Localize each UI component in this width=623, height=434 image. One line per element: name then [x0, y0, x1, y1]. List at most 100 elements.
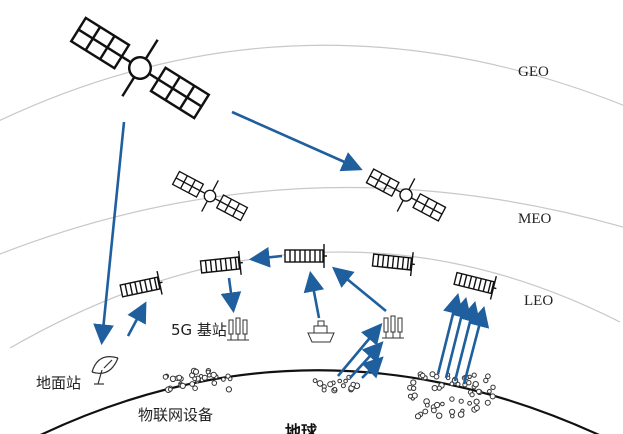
- iot-device-icon: [162, 374, 169, 380]
- iot-device-icon: [472, 381, 479, 388]
- iot-device-icon: [332, 387, 338, 392]
- leo-satellite-icon: [371, 247, 417, 278]
- iot-device-icon: [340, 383, 346, 389]
- ship-icon: [307, 320, 335, 343]
- iot-device-icon: [410, 385, 417, 391]
- iot-device-icon: [487, 389, 492, 394]
- iot-device-icon: [485, 373, 491, 380]
- meo-orbit-label: MEO: [518, 211, 552, 227]
- geo-orbit-line: [0, 44, 623, 122]
- iot-device-icon: [192, 385, 198, 392]
- iot-device-icon: [449, 408, 456, 415]
- iot-device-cluster: [312, 374, 361, 394]
- meo-satellite-icon: [167, 161, 253, 231]
- iot-device-icon: [410, 379, 417, 386]
- arrow-base-station-to-leo: [331, 266, 387, 313]
- satellite-dish-icon: [91, 356, 119, 385]
- geo-satellite-icon: [59, 0, 221, 136]
- iot-device-icon: [422, 408, 429, 415]
- iot-device-icon: [424, 402, 430, 408]
- iot-device-icon: [179, 382, 186, 389]
- arrow-ship-to-leo: [303, 270, 325, 319]
- iot-device-icon: [189, 381, 196, 387]
- iot-device-icon: [436, 385, 442, 391]
- iot-device-icon: [436, 412, 443, 419]
- iot-device-icon: [455, 381, 461, 387]
- iot-device-icon: [312, 378, 318, 384]
- iot-device-icon: [469, 392, 475, 398]
- meo-satellite-icon: [360, 158, 452, 232]
- iot-device-icon: [458, 398, 464, 404]
- arrow-iot-to-leo: [462, 305, 490, 385]
- iot-device-icon: [434, 401, 441, 409]
- iot-device-icon: [457, 411, 465, 418]
- iot-device-icon: [343, 378, 348, 384]
- iot-device-icon: [429, 371, 436, 378]
- arrow-iot-to-leo: [453, 300, 481, 382]
- meo-orbit-line: [0, 186, 623, 255]
- iot-device-icon: [221, 377, 226, 382]
- iot-device-icon: [467, 374, 472, 379]
- arrow-ground-to-leo: [126, 301, 147, 337]
- iot-device-icon: [176, 374, 183, 381]
- leo-satellite-icon: [199, 249, 245, 280]
- iot-device-icon: [350, 381, 356, 388]
- iot-device-icon: [449, 396, 455, 402]
- arrow-iot-to-base-station: [361, 356, 384, 379]
- earth-label: 地球: [285, 422, 318, 434]
- iot-devices-label: 物联网设备: [138, 406, 214, 424]
- arrow-leo-to-leo: [248, 246, 283, 268]
- iot-device-icon: [192, 368, 200, 375]
- leo-orbit-label: LEO: [524, 293, 554, 309]
- arrow-geo-to-ground-station: [93, 121, 126, 346]
- arrow-leo-to-base-station: [220, 277, 242, 314]
- iot-device-icon: [205, 369, 211, 375]
- iot-device-cluster: [162, 367, 233, 394]
- leo-satellite-icon: [284, 243, 328, 269]
- iot-device-icon: [440, 401, 445, 407]
- iot-device-icon: [473, 398, 480, 405]
- ground-station-label: 地面站: [36, 374, 82, 392]
- arrow-iot-to-leo: [436, 292, 464, 375]
- iot-device-icon: [484, 399, 491, 406]
- iot-device-icon: [201, 374, 208, 381]
- iot-device-icon: [450, 413, 455, 419]
- iot-device-icon: [327, 381, 334, 388]
- earth-outline: [40, 369, 600, 434]
- signal-arrows: [93, 110, 490, 385]
- arrow-geo-to-meo: [231, 110, 363, 172]
- iot-device-icon: [431, 407, 437, 414]
- iot-device-icon: [167, 387, 173, 392]
- iot-device-icon: [467, 400, 473, 406]
- iot-device-icon: [420, 372, 426, 379]
- iot-device-icon: [192, 376, 198, 382]
- base-station-icon: [382, 315, 404, 339]
- arrow-iot-to-base-station: [337, 323, 383, 377]
- leo-satellite-icon: [118, 269, 166, 304]
- iot-device-icon: [337, 378, 343, 384]
- iot-device-icon: [414, 413, 422, 420]
- iot-device-icon: [225, 373, 231, 379]
- iot-device-icon: [489, 393, 496, 400]
- iot-device-icon: [483, 377, 489, 384]
- arrow-iot-to-leo: [444, 296, 472, 379]
- iot-device-icon: [471, 372, 477, 378]
- iot-device-icon: [476, 388, 482, 395]
- iot-device-icon: [321, 387, 327, 393]
- base-station-icon: [227, 317, 249, 341]
- iot-device-icon: [316, 380, 324, 387]
- iot-device-icon: [411, 392, 418, 399]
- iot-device-cluster: [407, 371, 496, 420]
- iot-device-icon: [211, 380, 218, 386]
- iot-device-icon: [225, 386, 232, 393]
- iot-device-icon: [466, 380, 472, 386]
- iot-device-icon: [431, 385, 438, 392]
- iot-device-icon: [490, 384, 496, 390]
- iot-device-icon: [473, 405, 480, 411]
- iot-device-icon: [407, 393, 413, 399]
- iot-device-icon: [210, 371, 217, 379]
- geo-orbit-label: GEO: [518, 64, 549, 80]
- base-station-label: 5G 基站: [171, 321, 227, 339]
